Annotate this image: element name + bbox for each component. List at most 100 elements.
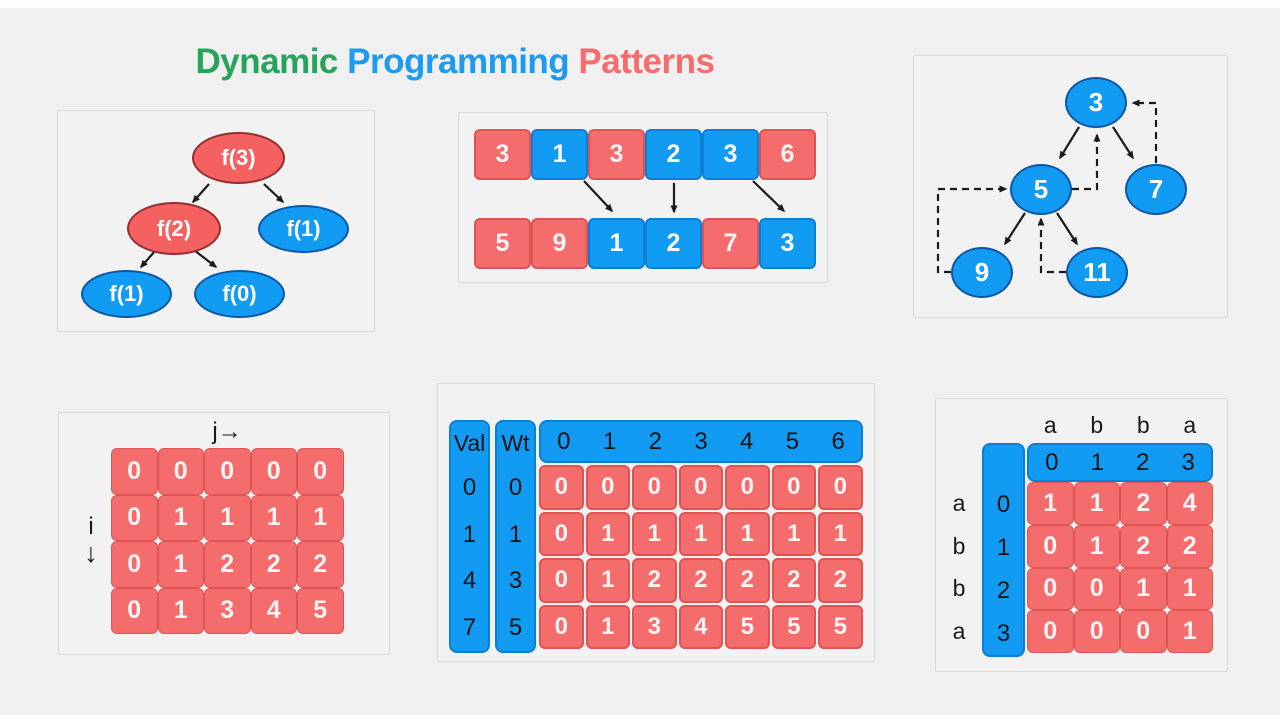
tree-node-f0: f(0) (194, 270, 285, 318)
knapsack-cell: 1 (632, 511, 677, 556)
dp-tree-node-7: 7 (1125, 164, 1187, 215)
capacity-header-cell: 4 (740, 427, 754, 455)
knapsack-cell: 0 (539, 511, 584, 556)
knapsack-cell: 1 (771, 511, 816, 556)
dp-grid-cell: 1 (157, 587, 204, 634)
tree-dp-arrows (936, 99, 1158, 274)
title-word-dynamic: Dynamic (195, 42, 339, 81)
array-cell: 3 (759, 218, 816, 269)
lcs-cell: 2 (1120, 524, 1167, 568)
row-index-cell: 1 (996, 534, 1011, 562)
tree-node-f2: f(2) (127, 202, 221, 255)
capacity-header-cell: 5 (785, 427, 800, 455)
dp-grid-cell: 0 (157, 448, 204, 495)
panel-recursion-tree: f(3) f(2) f(1) f(1) f(0) (57, 110, 375, 332)
knapsack-cell: 1 (585, 604, 630, 649)
lcs-cell: 4 (1166, 482, 1213, 525)
dp-grid-cell: 4 (250, 587, 297, 634)
knapsack-cell: 0 (539, 465, 584, 510)
knapsack-cell: 2 (818, 558, 863, 603)
array-cell: 2 (645, 218, 702, 269)
dp-grid-cell: 0 (297, 448, 344, 495)
tree-node-f1-right: f(1) (258, 205, 349, 253)
knapsack-cell: 1 (585, 511, 630, 556)
capacity-header-cell: 1 (602, 427, 617, 455)
dp-tree-node-9: 9 (951, 247, 1013, 298)
array-cell: 1 (531, 129, 588, 180)
dp-tree-node-3: 3 (1065, 77, 1127, 128)
lcs-cell: 1 (1166, 567, 1213, 611)
lcs-cell: 0 (1073, 610, 1120, 654)
wt-cell: 5 (508, 613, 523, 641)
dp-grid-cell: 1 (157, 494, 204, 541)
tree-node-f1-left: f(1) (81, 270, 172, 318)
knapsack-cell: 0 (632, 465, 677, 510)
lcs-cell: 2 (1120, 482, 1167, 525)
j-axis-label: j→ (212, 418, 242, 445)
row-index-cell: 0 (996, 491, 1011, 519)
lcs-cell: 1 (1073, 524, 1120, 568)
array-cell: 3 (474, 129, 531, 180)
dp-grid-cell: 1 (157, 541, 204, 588)
knapsack-cell: 1 (678, 511, 723, 556)
left-letter: a (952, 489, 966, 516)
lcs-cell: 1 (1120, 567, 1167, 611)
capacity-header-cell: 3 (694, 427, 708, 455)
col-index-cell: 3 (1181, 448, 1195, 476)
dp-grid-cell: 1 (204, 494, 251, 541)
lcs-cell: 1 (1166, 610, 1213, 654)
wt-header: Wt (501, 430, 530, 456)
wt-cell: 1 (508, 520, 523, 548)
knapsack-cell: 2 (632, 558, 677, 603)
knapsack-cell: 3 (632, 604, 677, 649)
dp-grid-cell: 1 (297, 494, 344, 541)
capacity-header-cell: 2 (648, 427, 662, 455)
dp-grid-cell: 0 (111, 587, 158, 634)
tree-node-f3: f(3) (192, 132, 285, 184)
knapsack-cell: 0 (771, 465, 816, 510)
val-cell: 0 (462, 474, 477, 502)
recursion-tree-arrows (140, 183, 285, 269)
dp-grid-cell: 2 (204, 541, 251, 588)
dp-grid-cell: 3 (204, 587, 251, 634)
knapsack-cell: 1 (818, 511, 863, 556)
capacity-header-cell: 0 (557, 427, 571, 455)
lcs-row-index-column: 0 1 2 3 (982, 443, 1025, 658)
bottom-edge (0, 715, 1280, 720)
lcs-cell: 0 (1027, 610, 1074, 654)
i-axis-label: i (88, 513, 94, 540)
knapsack-cell: 0 (539, 558, 584, 603)
array-cell: 9 (531, 218, 588, 269)
dp-grid-cell: 5 (297, 587, 344, 634)
lcs-cell: 0 (1073, 567, 1120, 611)
wt-cell: 0 (508, 474, 523, 502)
left-letter: b (952, 575, 966, 602)
top-letter: b (1090, 411, 1104, 438)
array-cell: 1 (588, 218, 645, 269)
array-cell: 3 (702, 129, 759, 180)
dp-grid-cell: 0 (204, 448, 251, 495)
dp-grid-cell: 0 (111, 494, 158, 541)
row-index-cell: 3 (996, 619, 1011, 647)
top-letter: a (1183, 411, 1197, 438)
title-word-programming: Programming (347, 42, 570, 81)
row-index-cell: 2 (996, 576, 1011, 604)
lcs-cell: 1 (1027, 482, 1074, 525)
col-index-cell: 2 (1136, 448, 1150, 476)
dp-tree-node-11: 11 (1066, 247, 1128, 298)
knapsack-cell: 2 (771, 558, 816, 603)
